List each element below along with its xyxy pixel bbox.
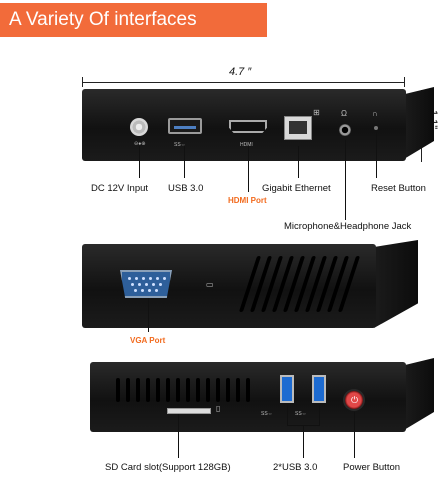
audio-label: Microphone&Headphone Jack bbox=[284, 221, 412, 232]
vga-port bbox=[120, 270, 172, 298]
audio-jack bbox=[339, 124, 351, 136]
vga-label: VGA Port bbox=[130, 336, 166, 345]
front-device-side bbox=[404, 358, 434, 430]
power-icon: ⏻ bbox=[351, 395, 359, 405]
width-dimension-line bbox=[82, 82, 404, 83]
side-vent-grille bbox=[238, 256, 361, 312]
hdmi-leader bbox=[248, 146, 249, 192]
sd-card-icon: ▯ bbox=[216, 404, 221, 413]
front-vent-grille bbox=[116, 378, 256, 402]
side-device-side bbox=[374, 240, 418, 328]
front-usb-port-2 bbox=[312, 375, 326, 403]
network-icon: ⊞ bbox=[313, 108, 320, 117]
hdmi-mark: HDMI bbox=[240, 142, 253, 148]
back-device-side bbox=[404, 87, 434, 159]
sd-card-slot bbox=[167, 408, 211, 414]
ethernet-port bbox=[284, 116, 312, 140]
display-icon: ▭ bbox=[206, 280, 214, 289]
dc-input-port bbox=[130, 118, 148, 136]
reset-label: Reset Button bbox=[371, 183, 426, 194]
power-leader bbox=[354, 412, 355, 458]
front-usb-mark-1: SS⇔ bbox=[261, 411, 273, 417]
hdmi-label: HDMI Port bbox=[228, 196, 267, 205]
back-usb-mark: SS⇔ bbox=[174, 142, 186, 148]
dc-polarity-icon: ⊖●⊕ bbox=[134, 141, 146, 147]
usb-bracket-left bbox=[287, 405, 288, 425]
headphone-icon: Ω bbox=[341, 109, 347, 118]
front-usb-port-1 bbox=[280, 375, 294, 403]
width-dimension-label: 4.7 ″ bbox=[229, 66, 252, 78]
power-label: Power Button bbox=[343, 462, 401, 473]
audio-leader bbox=[345, 140, 346, 220]
usb-leader bbox=[184, 146, 185, 178]
title-banner: A Variety Of interfaces bbox=[0, 3, 267, 37]
width-dimension-tick-left bbox=[82, 77, 83, 87]
width-dimension-tick-right bbox=[404, 77, 405, 87]
reset-hole bbox=[374, 126, 378, 130]
usb-bracket-right bbox=[319, 405, 320, 425]
usb-label: USB 3.0 bbox=[168, 183, 204, 194]
vga-leader bbox=[148, 298, 149, 332]
sd-leader bbox=[178, 414, 179, 458]
hdmi-port bbox=[229, 120, 267, 133]
reset-icon: ∩ bbox=[372, 109, 378, 118]
usb-front-leader bbox=[303, 425, 304, 458]
power-button bbox=[345, 391, 363, 409]
dc-label: DC 12V Input bbox=[91, 183, 149, 194]
front-usb-label: 2*USB 3.0 bbox=[273, 462, 318, 473]
ethernet-label: Gigabit Ethernet bbox=[262, 183, 331, 194]
front-usb-mark-2: SS⇔ bbox=[295, 411, 307, 417]
dc-leader bbox=[139, 146, 140, 178]
ethernet-leader bbox=[298, 146, 299, 178]
reset-leader bbox=[376, 132, 377, 178]
back-usb-port bbox=[168, 118, 202, 134]
sd-label: SD Card slot(Support 128GB) bbox=[105, 462, 231, 473]
